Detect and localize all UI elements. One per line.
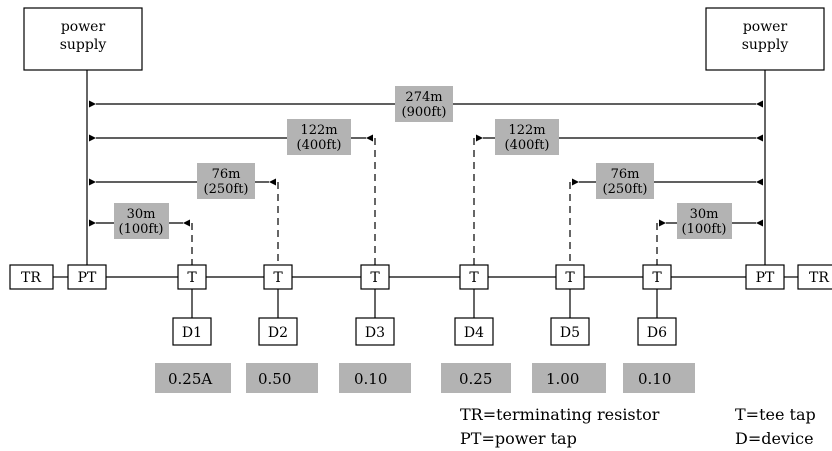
tr-left-label: TR [21, 270, 41, 286]
tee-tap-2: T [263, 264, 293, 290]
legend-tr: TR=terminating resistor [460, 405, 660, 424]
dim-label-76m-right: 76m (250ft) [596, 163, 654, 199]
dim-label-274m: 274m (900ft) [395, 86, 453, 122]
device-d5-label: D5 [560, 325, 580, 341]
dim-label-30m-left: 30m (100ft) [114, 203, 169, 239]
dim-label-122m-left: 122m (400ft) [287, 119, 351, 155]
tee-tap-1-label: T [187, 270, 197, 286]
terminating-resistor-right: TR [797, 264, 832, 290]
current-d2-value: 0.50 [258, 370, 291, 388]
tee-tap-4: T [459, 264, 489, 290]
dim-76m-left-metric: 76m [212, 167, 241, 182]
pt-left-label: PT [78, 270, 97, 286]
device-drops [191, 289, 658, 318]
terminating-resistor-left: TR [9, 264, 54, 290]
tee-tap-3-label: T [370, 270, 380, 286]
power-tap-right: PT [745, 264, 785, 290]
dim-122m-right-imperial: (400ft) [505, 138, 550, 153]
dim-label-30m-right: 30m (100ft) [677, 203, 732, 239]
current-d4-value: 0.25 [459, 370, 492, 388]
dim-76m-right-imperial: (250ft) [603, 182, 648, 197]
dim-122m-left-metric: 122m [300, 123, 337, 138]
legend-t: T=tee tap [735, 405, 816, 424]
current-d4: 0.25 [441, 363, 511, 393]
device-d1: D1 [172, 317, 212, 346]
current-d1: 0.25A [155, 363, 231, 393]
device-d5: D5 [550, 317, 590, 346]
dim-76m-left-imperial: (250ft) [204, 182, 249, 197]
tee-tap-3: T [360, 264, 390, 290]
tee-tap-4-label: T [469, 270, 479, 286]
power-supply-right: power supply [705, 7, 825, 71]
power-supply-left-line1: power [61, 19, 106, 35]
dim-274m-imperial: (900ft) [402, 105, 447, 120]
tee-tap-5: T [555, 264, 585, 290]
device-d4-label: D4 [464, 325, 484, 341]
device-d3-label: D3 [365, 325, 385, 341]
tee-tap-1: T [177, 264, 207, 290]
dim-122m-right-metric: 122m [508, 123, 545, 138]
device-d3: D3 [355, 317, 395, 346]
dim-label-76m-left: 76m (250ft) [197, 163, 255, 199]
current-d3: 0.10 [339, 363, 411, 393]
tee-tap-6-label: T [652, 270, 662, 286]
power-supply-right-line1: power [743, 19, 788, 35]
device-d2: D2 [258, 317, 298, 346]
power-tap-left: PT [67, 264, 107, 290]
legend-pt: PT=power tap [460, 429, 577, 448]
power-supply-left-line2: supply [60, 37, 107, 53]
device-d6-label: D6 [647, 325, 667, 341]
current-d1-value: 0.25A [168, 370, 212, 388]
dim-30m-right-imperial: (100ft) [682, 222, 727, 237]
current-d6-value: 0.10 [638, 370, 671, 388]
legend: TR=terminating resistor PT=power tap T=t… [460, 405, 816, 448]
device-d6: D6 [637, 317, 677, 346]
tee-tap-2-label: T [273, 270, 283, 286]
dim-30m-right-metric: 30m [690, 207, 719, 222]
dim-30m-left-imperial: (100ft) [119, 222, 164, 237]
device-d1-label: D1 [182, 325, 202, 341]
current-d5-value: 1.00 [546, 370, 579, 388]
tee-tap-6: T [642, 264, 672, 290]
dim-274m-metric: 274m [405, 90, 442, 105]
dim-76m-right-metric: 76m [611, 167, 640, 182]
power-supply-right-line2: supply [742, 37, 789, 53]
legend-d: D=device [735, 429, 814, 448]
pt-right-label: PT [756, 270, 775, 286]
device-d4: D4 [454, 317, 494, 346]
current-d5: 1.00 [532, 363, 606, 393]
tee-tap-5-label: T [565, 270, 575, 286]
dim-30m-left-metric: 30m [127, 207, 156, 222]
current-d6: 0.10 [623, 363, 695, 393]
power-supply-left: power supply [23, 7, 143, 71]
current-d3-value: 0.10 [354, 370, 387, 388]
dim-122m-left-imperial: (400ft) [297, 138, 342, 153]
device-d2-label: D2 [268, 325, 288, 341]
tr-right-label: TR [809, 270, 829, 286]
dim-label-122m-right: 122m (400ft) [495, 119, 559, 155]
current-d2: 0.50 [246, 363, 318, 393]
